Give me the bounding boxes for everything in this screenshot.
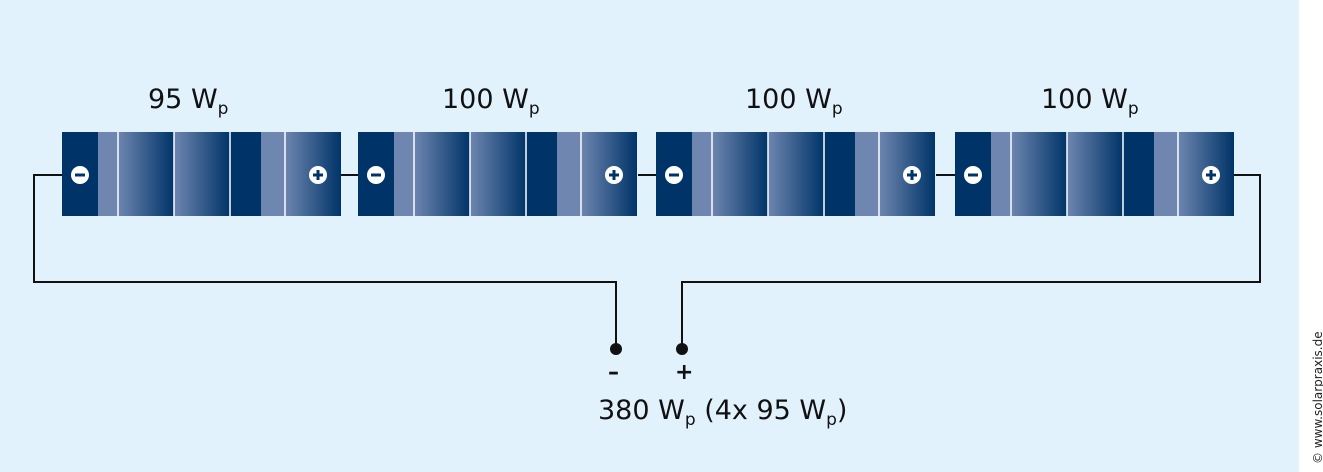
panel-cell bbox=[414, 132, 470, 216]
panel-cell bbox=[1011, 132, 1067, 216]
panel-cell bbox=[526, 132, 557, 216]
panel-cell bbox=[118, 132, 174, 216]
solar-panel-2 bbox=[358, 132, 637, 216]
total-power-label: 380 Wp (4x 95 Wp) bbox=[598, 395, 848, 430]
negative-wire bbox=[33, 174, 617, 347]
plus-sign-v bbox=[316, 170, 320, 180]
panel-cell bbox=[1123, 132, 1154, 216]
panel-cell bbox=[557, 132, 581, 216]
negative-terminal-label: – bbox=[608, 360, 619, 385]
solar-panel-3 bbox=[656, 132, 935, 216]
panel-cell bbox=[261, 132, 285, 216]
minus-sign bbox=[371, 173, 381, 177]
negative-terminal-dot bbox=[610, 343, 622, 355]
panel-2-rating: 100 Wp bbox=[442, 84, 540, 119]
solar-panel-4 bbox=[955, 132, 1234, 216]
minus-sign bbox=[669, 173, 679, 177]
panel-cell bbox=[98, 132, 118, 216]
solar-panel-1 bbox=[62, 132, 341, 216]
panel-cell bbox=[1154, 132, 1178, 216]
plus-sign-v bbox=[612, 170, 616, 180]
positive-wire bbox=[681, 174, 1261, 347]
panel-cell bbox=[394, 132, 414, 216]
positive-terminal-label: + bbox=[675, 360, 694, 385]
panel-3-rating: 100 Wp bbox=[745, 84, 843, 119]
panel-cell bbox=[855, 132, 879, 216]
copyright-credit: © www.solarpraxis.de bbox=[1311, 331, 1323, 464]
panel-cell bbox=[174, 132, 230, 216]
panel-cell bbox=[692, 132, 712, 216]
panel-cell bbox=[230, 132, 261, 216]
plus-sign-v bbox=[910, 170, 914, 180]
panel-4-rating: 100 Wp bbox=[1041, 84, 1139, 119]
panel-1-rating: 95 Wp bbox=[148, 84, 229, 119]
panel-cell bbox=[1067, 132, 1123, 216]
panel-cell bbox=[712, 132, 768, 216]
plus-sign-v bbox=[1209, 170, 1213, 180]
positive-terminal-dot bbox=[676, 343, 688, 355]
minus-sign bbox=[968, 173, 978, 177]
minus-sign bbox=[75, 173, 85, 177]
panel-cell bbox=[991, 132, 1011, 216]
panel-cell bbox=[470, 132, 526, 216]
panel-cell bbox=[768, 132, 824, 216]
panel-cell bbox=[824, 132, 855, 216]
